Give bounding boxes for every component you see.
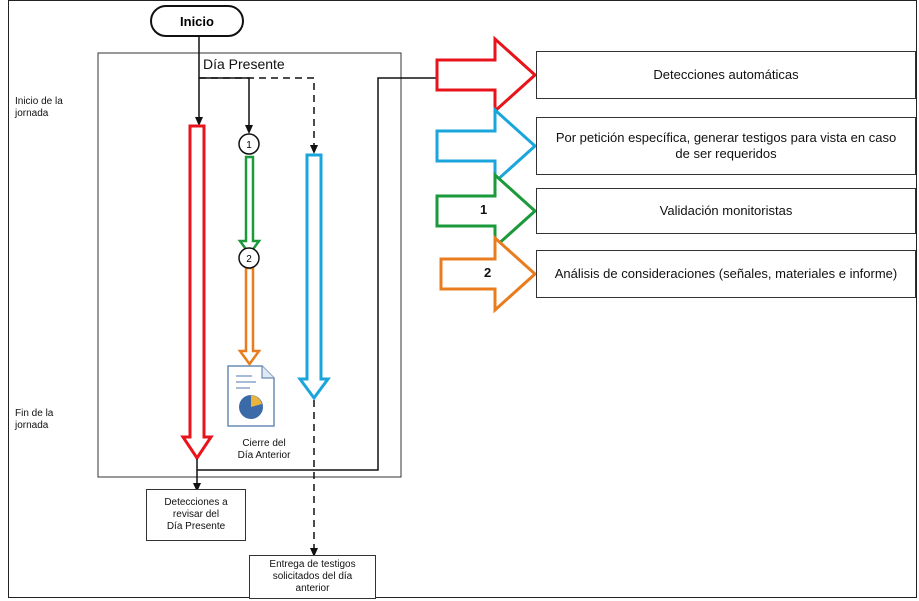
- detections-line3: Día Presente: [166, 521, 226, 532]
- legend-number-1: 1: [480, 202, 488, 217]
- close-label: Cierre del Día Anterior: [224, 438, 304, 462]
- start-of-day-label: Inicio de la jornada: [15, 96, 63, 120]
- start-node: Inicio: [150, 5, 244, 37]
- close-line1: Cierre del: [242, 438, 286, 449]
- report-pie-chart-icon: [227, 365, 275, 427]
- delivery-line1: Entrega de testigos: [269, 559, 356, 570]
- end-of-day-line1: Fin de la: [15, 408, 54, 419]
- diagram-frame: [8, 0, 917, 598]
- legend-arrow-orange: [439, 234, 538, 314]
- legend-box-analysis: Análisis de consideraciones (señales, ma…: [536, 250, 916, 298]
- legend-number-2: 2: [484, 265, 492, 280]
- detections-line2: revisar del: [172, 509, 220, 520]
- legend-text-analysis: Análisis de consideraciones (señales, ma…: [554, 266, 898, 281]
- step-1-marker: [238, 133, 260, 155]
- legend-box-validation: Validación monitoristas: [536, 188, 916, 234]
- start-of-day-line2: jornada: [15, 108, 49, 119]
- legend-text-automatic: Detecciones automáticas: [653, 67, 799, 82]
- start-of-day-line1: Inicio de la: [15, 96, 63, 107]
- red-flow-arrow: [180, 124, 214, 461]
- legend-box-request: Por petición específica, generar testigo…: [536, 117, 916, 175]
- legend-box-automatic: Detecciones automáticas: [536, 51, 916, 99]
- legend-text-request: Por petición específica, generar testigo…: [555, 130, 897, 161]
- start-label: Inicio: [180, 13, 214, 29]
- end-of-day-line2: jornada: [15, 420, 49, 431]
- close-line2: Día Anterior: [237, 450, 291, 461]
- legend-arrow-blue: [435, 106, 538, 186]
- step-1-label: 1: [246, 140, 252, 151]
- delivery-line3: anterior: [295, 583, 330, 594]
- delivery-output-box: Entrega de testigos solicitados del día …: [249, 555, 376, 599]
- day-container: [97, 52, 402, 478]
- branch-step1: [199, 77, 253, 134]
- legend-text-validation: Validación monitoristas: [659, 203, 793, 218]
- section-title: Día Presente: [203, 56, 285, 72]
- step-2-label: 2: [246, 254, 252, 265]
- end-of-day-label: Fin de la jornada: [15, 408, 53, 432]
- orange-flow-arrow: [237, 266, 262, 367]
- delivery-line2: solicitados del día: [272, 571, 353, 582]
- detections-line1: Detecciones a: [164, 497, 228, 508]
- detections-output-box: Detecciones a revisar del Día Presente: [146, 489, 246, 541]
- green-flow-arrow: [237, 155, 262, 257]
- legend-arrow-green: [435, 171, 538, 251]
- feedback-connector: [196, 77, 438, 471]
- blue-flow-arrow: [297, 153, 331, 401]
- legend-arrow-red: [435, 35, 538, 115]
- step-2-marker: [238, 247, 260, 269]
- branch-blue-dashed: [199, 77, 318, 154]
